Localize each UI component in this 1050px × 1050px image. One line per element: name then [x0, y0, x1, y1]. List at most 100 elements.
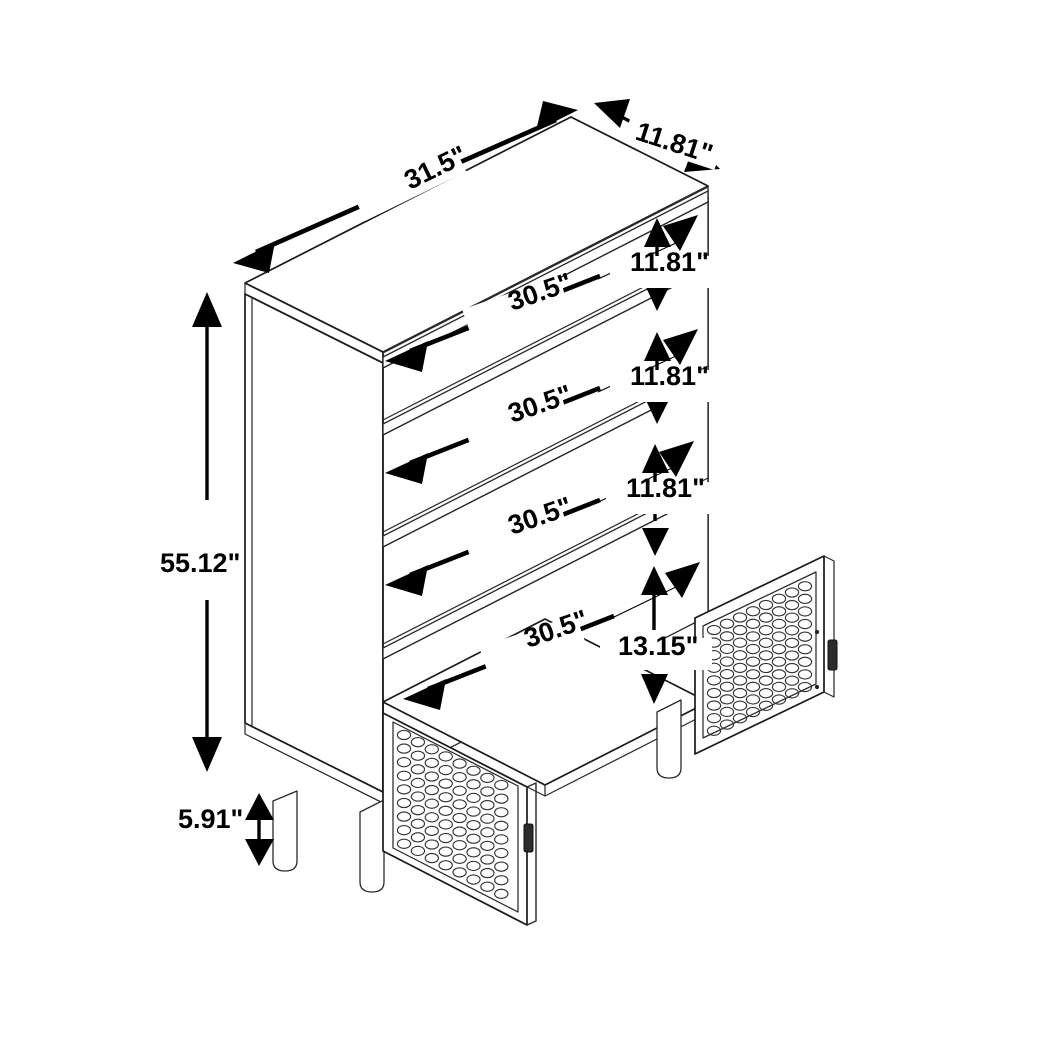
leg-front-center [359, 799, 385, 893]
perforation-hole [466, 860, 481, 872]
perforation-hole [719, 618, 735, 629]
perforation-hole [758, 650, 774, 661]
perforation-hole [424, 852, 439, 864]
dim-shelf-gap-1 [597, 215, 722, 311]
perforation-hole [452, 772, 467, 783]
perforation-hole [424, 839, 439, 850]
dim-shelf-width-3 [385, 497, 601, 596]
perforation-hole [719, 681, 735, 692]
perforation-hole [719, 694, 735, 705]
perforation-hole [745, 656, 761, 667]
perforation-hole [719, 656, 735, 667]
cabinet-carcass [244, 116, 838, 926]
left-door-handle[interactable] [523, 823, 534, 853]
perforation-hole [706, 725, 722, 736]
perforation-hole [784, 688, 800, 699]
perforation-hole [732, 650, 748, 661]
perforation-hole [410, 736, 426, 748]
dim-leg-height [245, 793, 274, 866]
perforation-hole [438, 846, 453, 857]
perforation-hole [438, 819, 453, 830]
perforation-hole [452, 758, 467, 769]
perforation-hole [706, 713, 722, 724]
perforation-hole [494, 820, 509, 832]
perforation-hole [480, 840, 495, 852]
perforation-hole [494, 807, 509, 818]
right-door-handle[interactable] [827, 639, 838, 671]
shelf-1-front-lip [382, 186, 709, 354]
perforation-hole [732, 675, 748, 686]
perforation-hole [410, 791, 426, 802]
perforation-hole [758, 700, 774, 711]
perforation-hole [758, 675, 774, 686]
perforation-hole [784, 650, 800, 661]
perforation-hole [745, 631, 761, 642]
perforation-hole [797, 606, 813, 617]
dim-label-leg-height: 5.91" [178, 804, 243, 834]
dim-label-overall-height: 55.12" [160, 548, 240, 578]
dim-shelf-gap-2 [597, 329, 722, 424]
perforation-hole [410, 818, 426, 829]
perforation-hole [745, 694, 761, 705]
perforation-hole [494, 834, 509, 845]
perforation-hole [732, 637, 748, 648]
perforation-hole [797, 618, 813, 630]
left-door[interactable] [382, 712, 537, 926]
dim-label-shelf-gap-1: 11.81" [630, 247, 709, 277]
perforation-hole [410, 777, 426, 789]
perforation-hole [797, 644, 813, 655]
left-door-edge-thickness [526, 782, 537, 926]
perforation-hole [466, 833, 481, 844]
cabinet-left-side-panel [244, 293, 384, 793]
perforation-hole [396, 743, 412, 754]
perforation-hole [797, 656, 813, 668]
perforation-hole [480, 881, 495, 892]
perforation-hole [784, 637, 800, 649]
dim-shelf-width-4 [403, 613, 615, 710]
perforation-hole [452, 840, 467, 851]
perforation-hole [396, 811, 412, 822]
perforation-hole [466, 779, 481, 790]
perforation-hole [396, 797, 412, 809]
perforation-hole [797, 681, 813, 693]
perforation-hole [745, 618, 761, 630]
perforation-hole [706, 675, 722, 686]
perforation-hole [719, 706, 735, 718]
perforation-hole [758, 688, 774, 699]
dim-overall-height [192, 292, 222, 772]
perforation-hole [396, 729, 412, 741]
right-door[interactable] [694, 555, 838, 755]
perforation-hole [480, 827, 495, 838]
right-door-hinge-top [814, 629, 820, 635]
perforation-hole [480, 867, 495, 879]
perforation-hole [784, 599, 800, 611]
perforation-hole [494, 875, 509, 886]
perforation-hole [438, 751, 453, 762]
perforation-hole [438, 832, 453, 844]
perforation-hole [438, 764, 453, 776]
perforation-hole [396, 838, 412, 849]
perforation-hole [732, 612, 748, 623]
perforation-hole [771, 656, 787, 667]
perforation-hole [480, 813, 495, 824]
perforation-hole [706, 624, 722, 636]
perforation-hole [452, 812, 467, 824]
perforation-hole [758, 637, 774, 648]
perforation-hole [771, 681, 787, 693]
perforation-hole [784, 625, 800, 636]
perforation-hole [438, 805, 453, 817]
perforation-hole [494, 793, 509, 804]
perforation-hole [784, 675, 800, 686]
perforation-hole [771, 643, 787, 655]
perforation-hole [452, 826, 467, 837]
perforation-hole [410, 750, 426, 761]
perforation-hole [797, 581, 813, 592]
perforation-hole [771, 606, 787, 617]
perforation-hole [494, 779, 509, 791]
perforation-hole [396, 784, 412, 795]
perforation-hole [480, 786, 495, 797]
perforation-hole [438, 792, 453, 803]
right-door-hinge-bottom [814, 684, 820, 690]
perforation-hole [732, 687, 748, 699]
